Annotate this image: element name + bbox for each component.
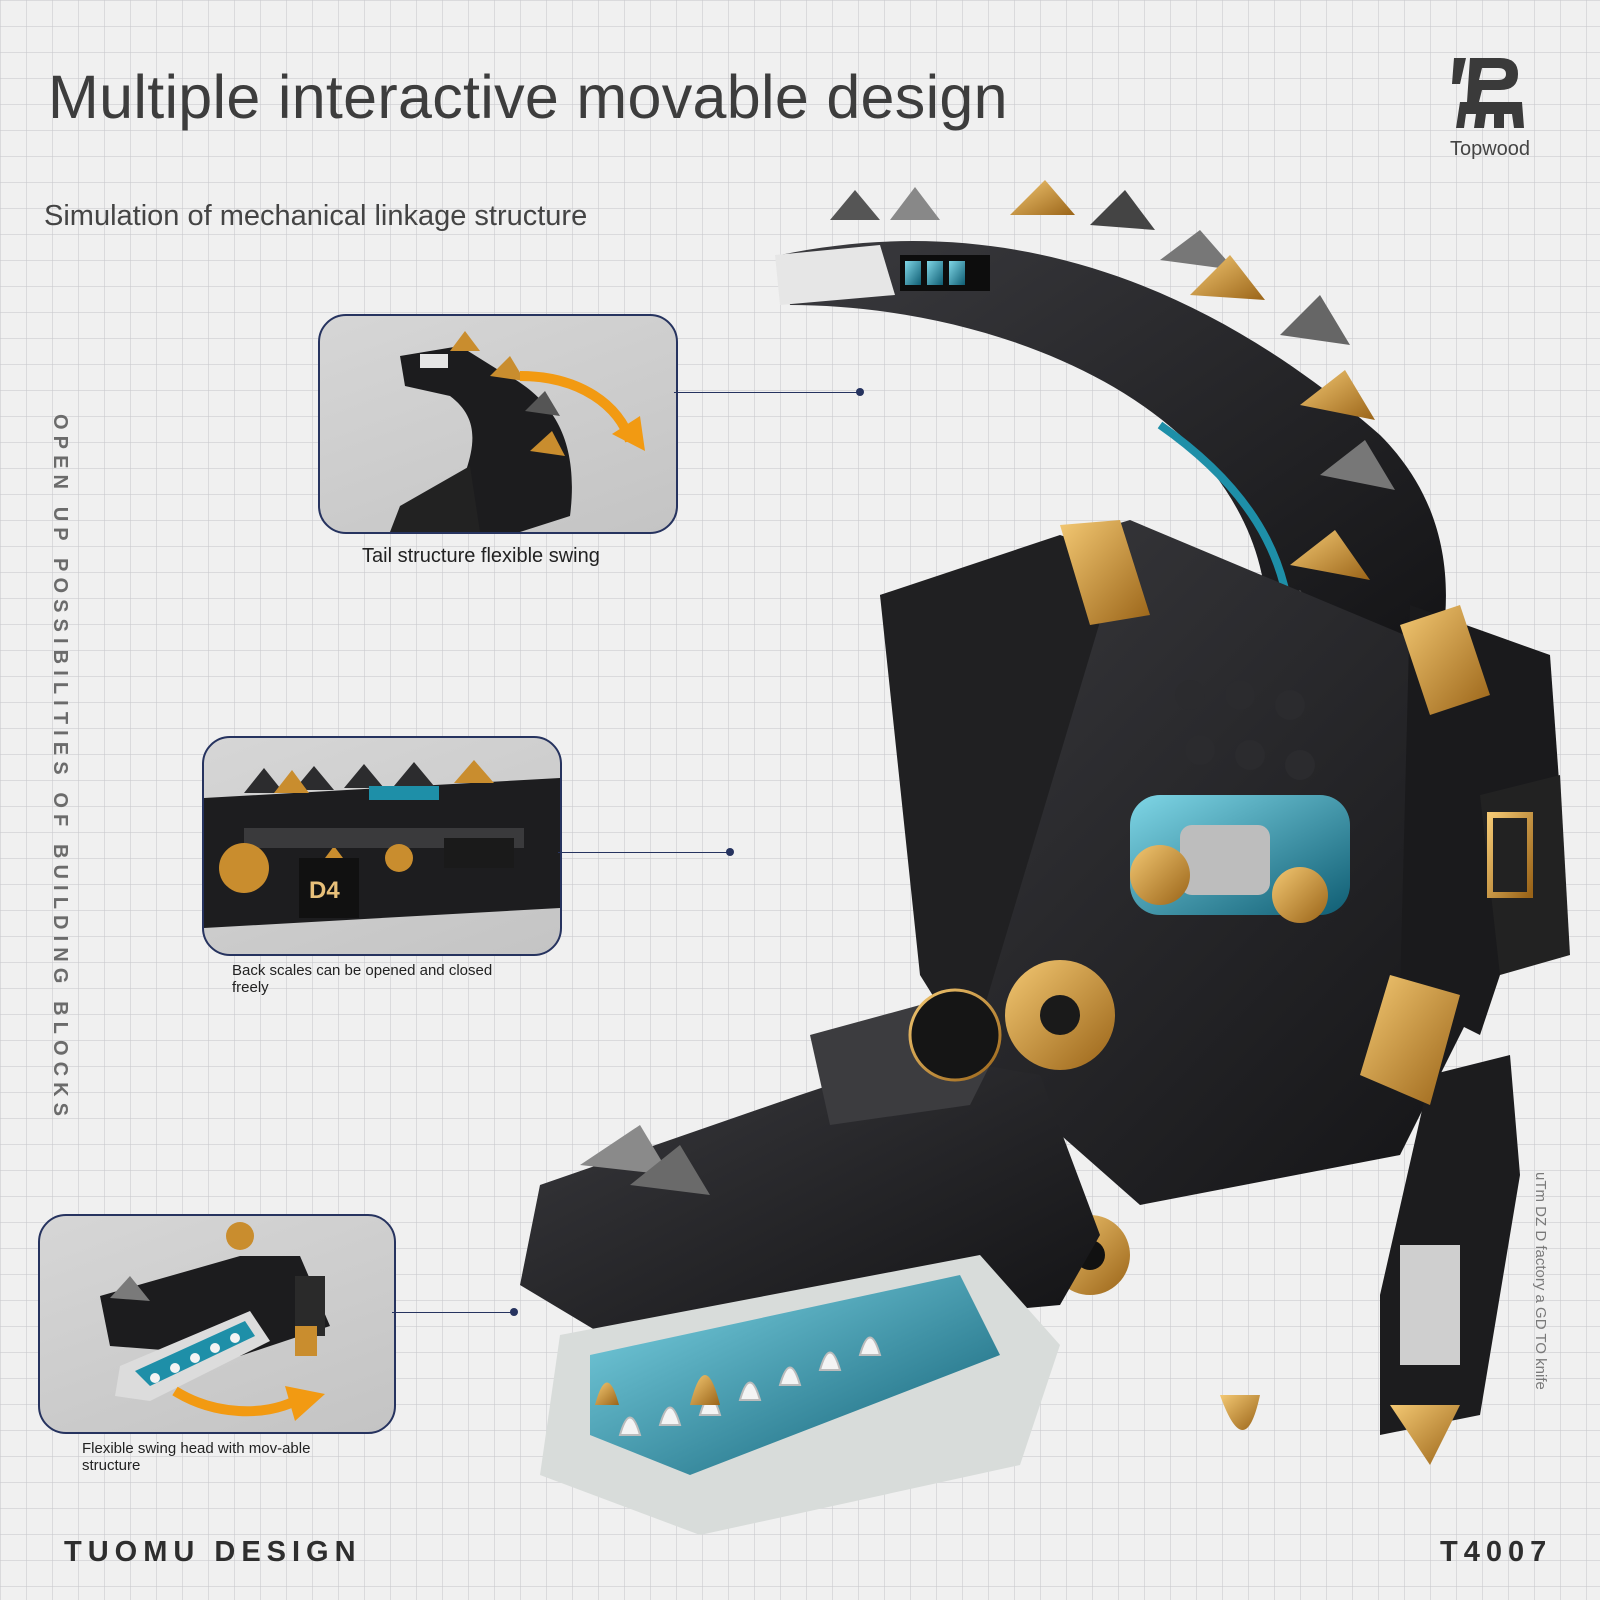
page-subtitle: Simulation of mechanical linkage structu… [44, 200, 588, 232]
callout-caption: Back scales can be opened and closed fre… [232, 962, 493, 996]
connector-line [674, 392, 860, 393]
page-title: Multiple interactive movable design [48, 63, 1008, 131]
callout-back-image: D4 [202, 736, 562, 956]
svg-text:D4: D4 [309, 877, 340, 904]
footer-brand: TUOMU DESIGN [64, 1536, 362, 1568]
side-watermark-text: uTm DZ D factory a GD TO knife [1532, 1172, 1549, 1390]
brand-name: Topwood [1449, 138, 1531, 160]
callout-caption: Flexible swing head with mov-able struct… [82, 1440, 311, 1474]
tail-swing-photo [390, 331, 645, 532]
main-alligator-image [520, 180, 1570, 1535]
connector-line [558, 852, 730, 853]
back-scales-photo: D4 [204, 760, 560, 928]
callout-caption: Tail structure flexible swing [362, 545, 600, 567]
connector-line [392, 1312, 514, 1313]
connector-dot [856, 388, 864, 396]
side-slogan: OPEN UP POSSIBILITIES OF BUILDING BLOCKS [49, 414, 71, 1123]
connector-dot [726, 848, 734, 856]
footer-model-number: T4007 [1440, 1536, 1553, 1568]
brand: Topwood [1430, 54, 1550, 161]
topwood-logo-icon [1452, 58, 1524, 128]
head-swing-photo [100, 1222, 330, 1421]
connector-dot [510, 1308, 518, 1316]
callout-head-image [38, 1214, 396, 1434]
orange-curved-arrow-icon [172, 1386, 298, 1417]
callout-tail-image [318, 314, 678, 534]
